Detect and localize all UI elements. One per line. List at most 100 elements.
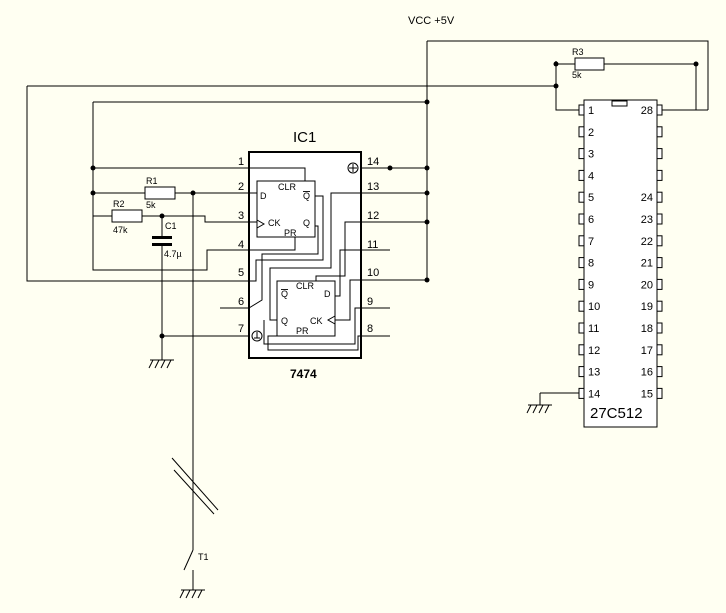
eprom-left-pin-label: 11 <box>588 323 599 335</box>
capacitor-c1: C1 4.7µ <box>152 221 182 259</box>
ff2-qbar: Q <box>281 289 288 299</box>
eprom-left-pin-label: 8 <box>588 258 594 270</box>
ic1-pin-4: 4 <box>238 239 244 251</box>
eprom-left-pin-stub <box>578 169 585 181</box>
eprom-right-pin-label: 22 <box>641 236 653 248</box>
ff1-q: Q <box>303 218 310 228</box>
eprom-right-pin-stub <box>656 366 663 378</box>
ic1-pin-8: 8 <box>367 323 373 335</box>
eprom-right-pin-label: 18 <box>641 323 653 335</box>
eprom-left-pin-stub <box>578 148 585 160</box>
ground-icon-c1 <box>148 359 174 369</box>
ic1-pin-14: 14 <box>367 156 379 168</box>
ic1-pin-7: 7 <box>238 323 244 335</box>
eprom-right-pin-stub <box>656 344 663 356</box>
eprom-right-pin-stub <box>656 191 663 203</box>
ic1-pin-9: 9 <box>367 296 373 308</box>
eprom-left-pin-stub <box>578 278 585 290</box>
eprom-right-pin-stub <box>656 235 663 247</box>
eprom-left-pin-label: 6 <box>588 214 594 226</box>
ic1-name: IC1 <box>293 129 316 146</box>
ic1-pin-12: 12 <box>367 210 379 222</box>
r1-value: 5k <box>146 200 156 210</box>
ground-icon-eprom <box>526 404 552 414</box>
eprom-left-pin-label: 3 <box>588 149 594 161</box>
eprom-left-pin-label: 1 <box>588 105 594 117</box>
eprom-left-pin-label: 10 <box>588 301 600 313</box>
eprom-right-pin-label: 23 <box>641 214 653 226</box>
eprom-right-pin-stub <box>656 126 663 138</box>
junctions <box>90 61 699 339</box>
eprom-right-pin-stub <box>656 169 663 181</box>
eprom-left-pin-stub <box>578 322 585 334</box>
flip-flop-1: CLR D Q CK Q PR <box>256 180 316 238</box>
eprom-left-pin-label: 12 <box>588 345 600 357</box>
eprom-left-pin-label: 9 <box>588 279 594 291</box>
ff1-ck: CK <box>268 218 281 228</box>
eprom-left-pin-label: 7 <box>588 236 594 248</box>
ic1-part: 7474 <box>290 367 317 381</box>
eprom-left-pin-stub <box>578 387 585 399</box>
resistor-r3: R3 5k <box>572 47 605 80</box>
c1-name: C1 <box>165 221 177 231</box>
eprom-left-pin-label: 4 <box>588 170 594 182</box>
eprom-part: 27C512 <box>590 405 643 422</box>
eprom-left-pin-stub <box>578 191 585 203</box>
ic1-pin-5: 5 <box>238 267 244 279</box>
ic1-pin-10: 10 <box>367 267 379 279</box>
eprom-right-pin-stub <box>656 148 663 160</box>
flip-flop-2: Q CLR D Q CK PR <box>276 280 336 337</box>
eprom-left-pin-label: 5 <box>588 192 594 204</box>
eprom-right-pin-stub <box>656 213 663 225</box>
eprom-right-pin-label: 15 <box>641 388 653 400</box>
eprom-left-pin-stub <box>578 213 585 225</box>
eprom-left-pin-stub <box>578 126 585 138</box>
ff1-pr: PR <box>284 228 297 238</box>
eprom-right-pin-label: 16 <box>641 367 653 379</box>
eprom-right-pin-label: 17 <box>641 345 653 357</box>
ff2-clr: CLR <box>296 281 315 291</box>
eprom-left-pin-stub <box>578 235 585 247</box>
eprom-right-pin-label: 28 <box>641 105 653 117</box>
ic1-pin-11: 11 <box>367 239 378 251</box>
gnd-symbol-icon <box>251 330 263 342</box>
ff2-ck: CK <box>310 316 323 326</box>
vcc-label: VCC +5V <box>408 15 455 27</box>
eprom-left-pin-stub <box>578 366 585 378</box>
resistor-r2: R2 47k <box>111 199 143 235</box>
ff2-d: D <box>324 289 331 299</box>
ic1-pin-13: 13 <box>367 181 379 193</box>
ff1-d: D <box>260 191 267 201</box>
eprom-left-pin-stub <box>578 300 585 312</box>
eprom-right-pin-stub <box>656 257 663 269</box>
ff1-clr: CLR <box>278 182 297 192</box>
eprom-right-pin-label: 19 <box>641 301 653 313</box>
eprom-left-pin-stub <box>578 344 585 356</box>
ground-icon-switch <box>179 589 205 599</box>
t1-name: T1 <box>198 552 209 562</box>
r3-value: 5k <box>572 70 582 80</box>
resistor-r1: R1 5k <box>144 176 176 210</box>
eprom-right-pin-label: 24 <box>641 192 653 204</box>
eprom-right-pin-label: 20 <box>641 279 653 291</box>
c1-value: 4.7µ <box>164 249 182 259</box>
ic1-chip: IC1 7474 1 2 3 4 5 6 7 14 13 12 11 10 9 … <box>238 129 379 381</box>
eprom-left-pin-label: 14 <box>588 388 600 400</box>
wire-break-icon <box>171 457 219 515</box>
eprom-left-pin-stub <box>578 104 585 116</box>
ic1-pin-3: 3 <box>238 210 244 222</box>
eprom-left-pin-label: 2 <box>588 127 594 139</box>
switch-t1: T1 <box>183 549 209 571</box>
eprom-right-pin-stub <box>656 278 663 290</box>
ff2-q: Q <box>281 316 288 326</box>
vcc-symbol-icon <box>347 162 359 174</box>
r1-name: R1 <box>146 176 158 186</box>
eprom-right-pin-stub <box>656 300 663 312</box>
eprom-right-pin-stub <box>656 387 663 399</box>
ic1-pin-2: 2 <box>238 181 244 193</box>
ff2-pr: PR <box>296 326 309 336</box>
eprom-right-pin-stub <box>656 104 663 116</box>
